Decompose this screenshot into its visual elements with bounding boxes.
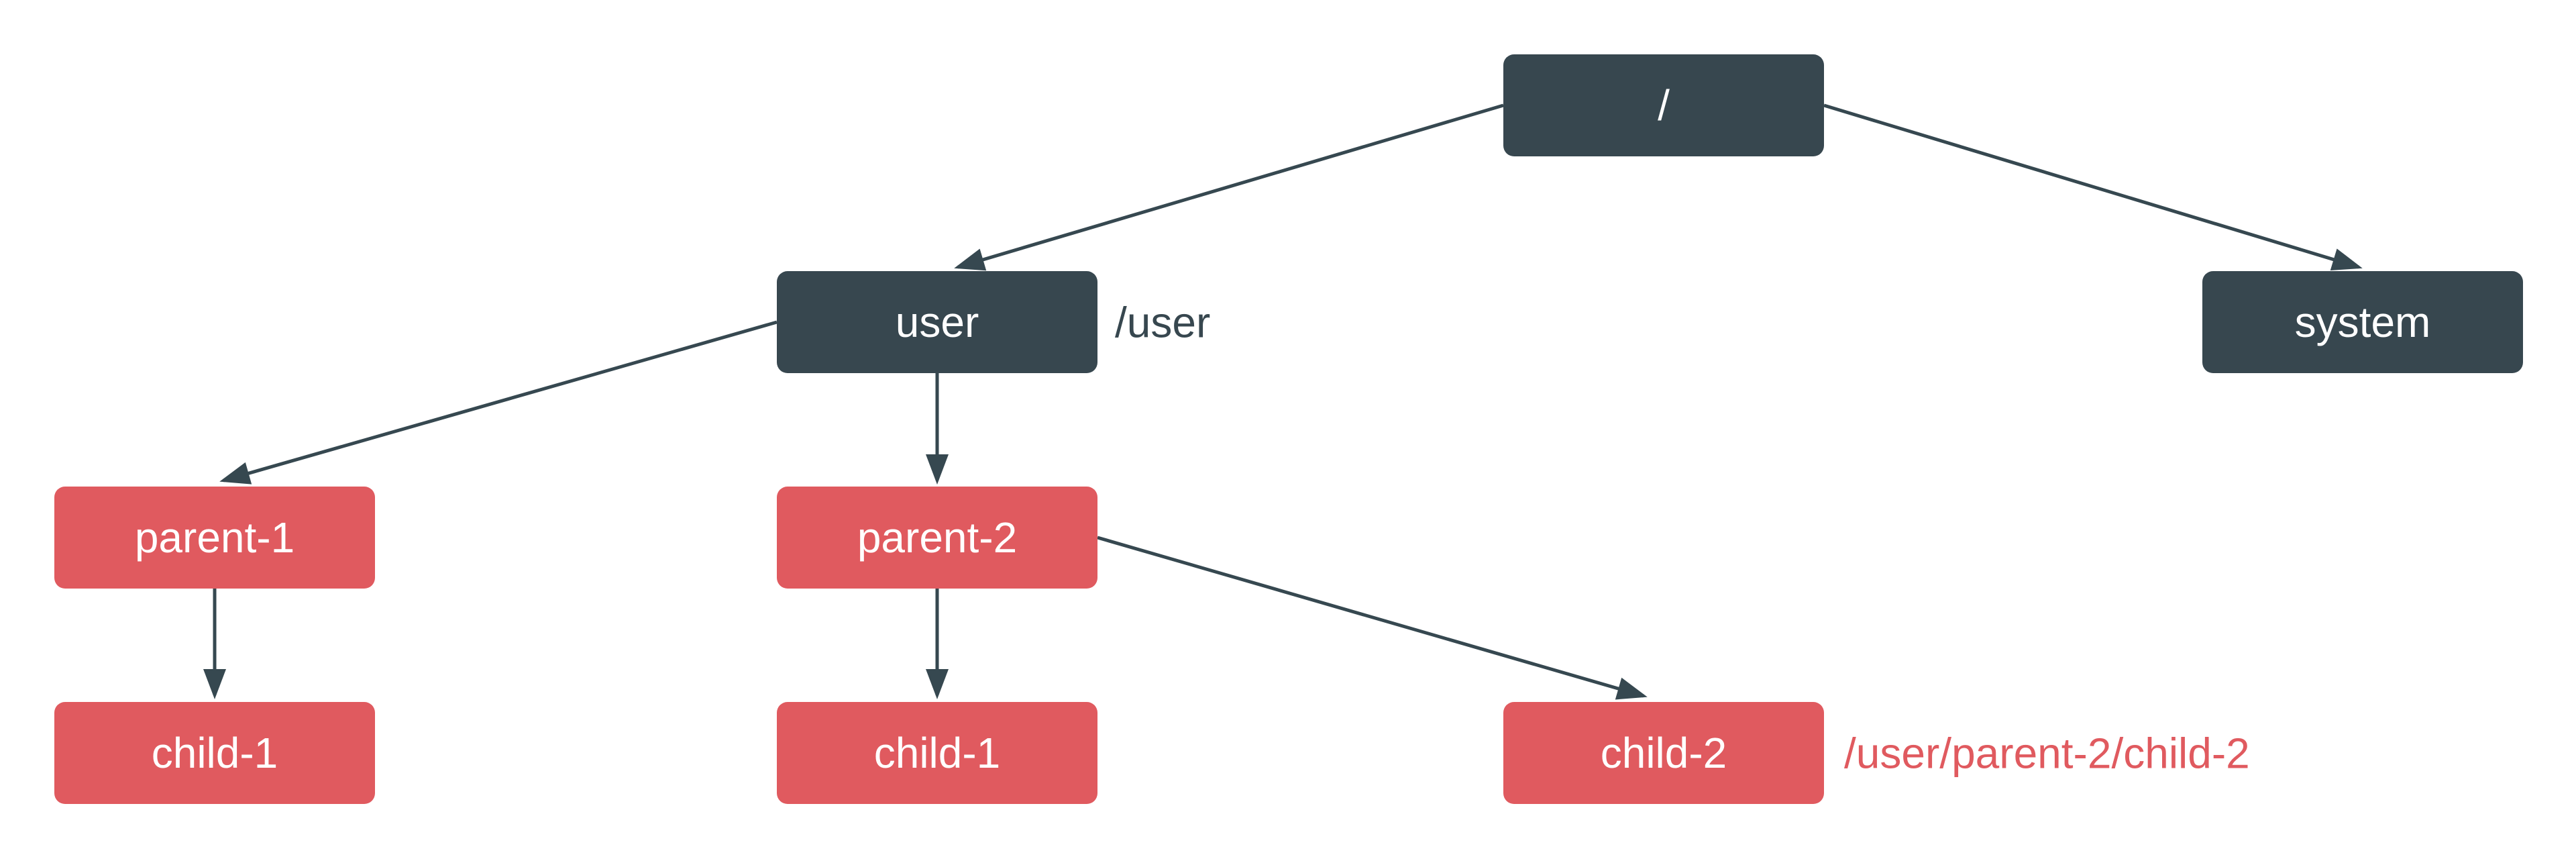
node-child-1-left: child-1 xyxy=(54,702,375,804)
edge-parent2-child2 xyxy=(1097,536,1648,700)
node-user: user xyxy=(777,271,1097,373)
node-parent-2: parent-2 xyxy=(777,487,1097,589)
node-child-2: child-2 xyxy=(1503,702,1824,804)
edge-user-parent1 xyxy=(219,320,777,485)
node-system: system xyxy=(2202,271,2523,373)
node-child-1-middle: child-1 xyxy=(777,702,1097,804)
node-root: / xyxy=(1503,54,1824,156)
user-path-annotation: /user xyxy=(1115,298,1211,347)
edge-root-system xyxy=(1823,103,2363,270)
edge-root-user xyxy=(954,103,1504,271)
child-2-path-annotation: /user/parent-2/child-2 xyxy=(1844,729,2250,778)
node-parent-1: parent-1 xyxy=(54,487,375,589)
